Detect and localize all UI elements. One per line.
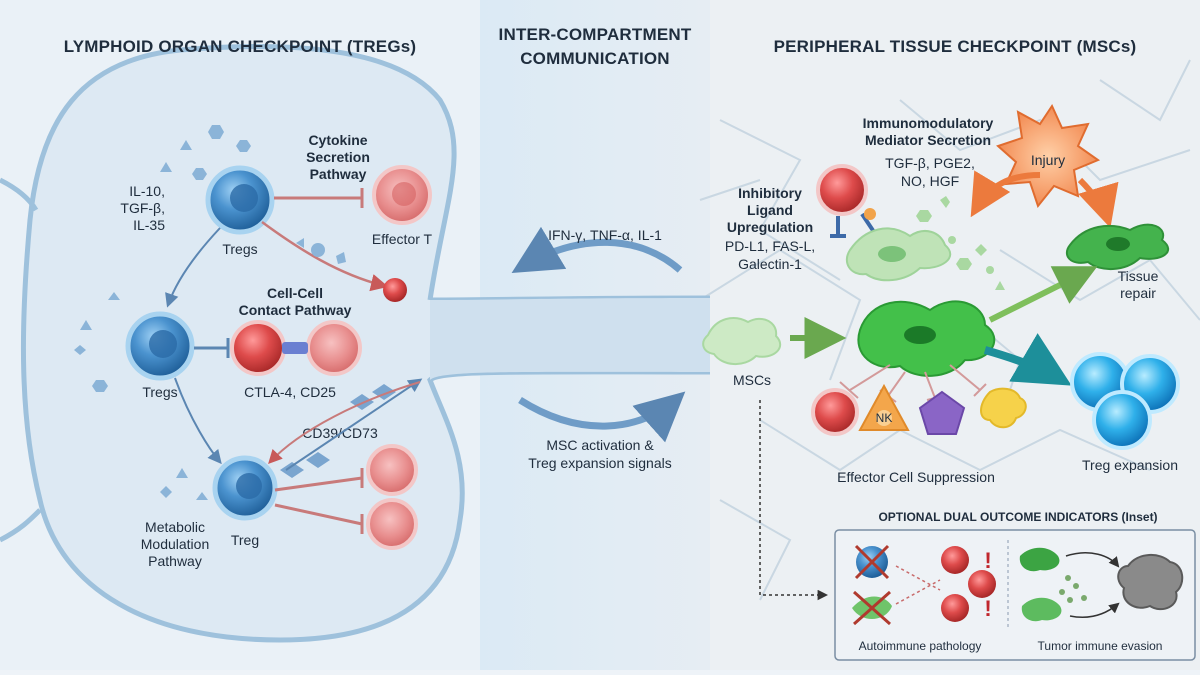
inhibitory-header-line3: Upregulation xyxy=(727,219,813,235)
injury-to-msc-arrow xyxy=(970,170,1041,218)
metabolic-pathway-line2: Modulation xyxy=(141,536,210,552)
metabolic-pathway-line1: Metabolic xyxy=(145,519,205,535)
treg-expansion-cluster xyxy=(1070,352,1180,450)
nk-cell-triangle xyxy=(858,383,910,431)
bottom-effector-cell-1 xyxy=(366,444,418,496)
nk-cell-core xyxy=(876,410,892,426)
secreted-cytokines-bottom xyxy=(160,468,208,500)
cytokine-signal-arrow xyxy=(511,226,683,274)
inset-dashed-connector xyxy=(759,400,829,601)
tregs-mid-cell xyxy=(125,311,195,381)
treg-bottom-cell xyxy=(212,455,278,521)
ligand-list-1: PD-L1, FAS-L, xyxy=(725,238,815,254)
alert-mark-2: ! xyxy=(984,596,991,621)
arrow-tregs-top-to-mid xyxy=(165,227,221,308)
secreted-mediators xyxy=(916,196,1005,290)
inhibitory-ligand-receptor xyxy=(830,212,876,238)
tregs-top-label: Tregs xyxy=(222,241,257,257)
adenosine-chevrons xyxy=(280,384,396,478)
bottom-effector-cell-2 xyxy=(366,498,418,550)
inhibited-t-cell xyxy=(816,164,868,216)
cytokine-pathway-line3: Pathway xyxy=(310,166,367,182)
mediator-header-line1: Immunomodulatory xyxy=(863,115,994,131)
treg-expansion-label: Treg expansion xyxy=(1082,457,1178,473)
activation-signal-line1: MSC activation & xyxy=(546,437,654,453)
activation-signal-arrow xyxy=(518,391,686,443)
mscs-label: MSCs xyxy=(733,372,771,388)
inhibitory-header-line2: Ligand xyxy=(747,202,793,218)
contact-pathway-line2: Contact Pathway xyxy=(239,302,352,318)
suppression-label: Effector Cell Suppression xyxy=(837,469,995,485)
communication-header-line2: COMMUNICATION xyxy=(520,49,670,68)
inset-autoimmune-panel xyxy=(852,544,996,626)
lymphoid-header: LYMPHOID ORGAN CHECKPOINT (TREGs) xyxy=(64,37,417,56)
ctla4-receptor xyxy=(282,342,308,354)
injury-label: Injury xyxy=(1031,152,1065,168)
msc-resting-cell xyxy=(702,317,782,365)
nk-label: NK xyxy=(876,411,893,425)
suppressed-t-cell xyxy=(811,388,859,436)
suppressed-dendritic-cell xyxy=(980,387,1027,429)
peripheral-header: PERIPHERAL TISSUE CHECKPOINT (MSCs) xyxy=(774,37,1137,56)
cytokine-list-3: IL-35 xyxy=(133,217,165,233)
communication-header-line1: INTER-COMPARTMENT xyxy=(499,25,692,44)
metabolic-pathway-line3: Pathway xyxy=(148,553,202,569)
mediator-list-1: TGF-β, PGE2, xyxy=(885,155,975,171)
msc-to-repair-arrow xyxy=(988,266,1098,323)
injury-to-repair-arrow xyxy=(1077,177,1119,229)
mediator-header-line2: Mediator Secretion xyxy=(865,132,991,148)
alert-mark-1: ! xyxy=(984,548,991,573)
contact-red-cell xyxy=(230,320,286,376)
arrow-vessel-to-treg xyxy=(268,381,421,465)
contact-inhibition-left xyxy=(194,338,230,358)
inset-tumor-label: Tumor immune evasion xyxy=(1038,639,1163,653)
cytokine-pathway-line1: Cytokine xyxy=(308,132,367,148)
contact-pathway-line1: Cell-Cell xyxy=(267,285,323,301)
suppressed-pentagon-cell xyxy=(918,390,966,435)
arrow-tregs-mid-to-bottom xyxy=(174,377,222,465)
msc-upper-nucleus xyxy=(878,246,906,262)
inset-box xyxy=(834,529,1196,661)
msc-to-treg-arrow xyxy=(983,333,1072,386)
effector-t-label: Effector T xyxy=(372,231,433,247)
effector-t-cell xyxy=(372,165,432,225)
contact-pink-cell xyxy=(306,320,362,376)
tissue-repair-line1: Tissue xyxy=(1118,268,1159,284)
msc-activated-nucleus xyxy=(904,326,936,344)
tissue-repair-line2: repair xyxy=(1120,285,1156,301)
metabolic-arrow xyxy=(285,378,423,471)
bottom-inhibition-lines xyxy=(274,468,364,534)
afferent-vessels xyxy=(0,177,42,543)
inset-tumor-panel xyxy=(1019,547,1184,622)
secreted-cytokines-mid xyxy=(74,292,120,392)
inset-autoimmune-label: Autoimmune pathology xyxy=(859,639,982,653)
inset-title: OPTIONAL DUAL OUTCOME INDICATORS (Inset) xyxy=(878,510,1157,524)
inhibitory-header-line1: Inhibitory xyxy=(738,185,802,201)
cytokine-list-2: TGF-β, xyxy=(120,200,165,216)
tregs-mid-label: Tregs xyxy=(142,384,177,400)
signal-arrow-red-top xyxy=(261,220,389,292)
cytokine-signal-label: IFN-γ, TNF-α, IL-1 xyxy=(548,227,662,243)
target-cell-small xyxy=(383,278,407,302)
secreted-molecules-mid xyxy=(296,238,346,264)
injury-burst xyxy=(996,103,1101,209)
tissue-repair-nucleus xyxy=(1106,237,1130,251)
cytokine-list-1: IL-10, xyxy=(129,183,165,199)
activation-signal-line2: Treg expansion signals xyxy=(528,455,671,471)
contact-molecules-label: CTLA-4, CD25 xyxy=(244,384,336,400)
ligand-marker xyxy=(864,208,876,220)
treg-bottom-label: Treg xyxy=(231,532,259,548)
ligand-list-2: Galectin-1 xyxy=(738,256,802,272)
suppression-line-4 xyxy=(949,364,987,397)
tregs-top-cell xyxy=(205,165,275,235)
suppression-line-1 xyxy=(839,364,891,399)
mediator-list-2: NO, HGF xyxy=(901,173,959,189)
cytokine-pathway-line2: Secretion xyxy=(306,149,370,165)
lymphatic-vessel xyxy=(430,298,710,380)
secreted-cytokines-top xyxy=(160,125,251,180)
